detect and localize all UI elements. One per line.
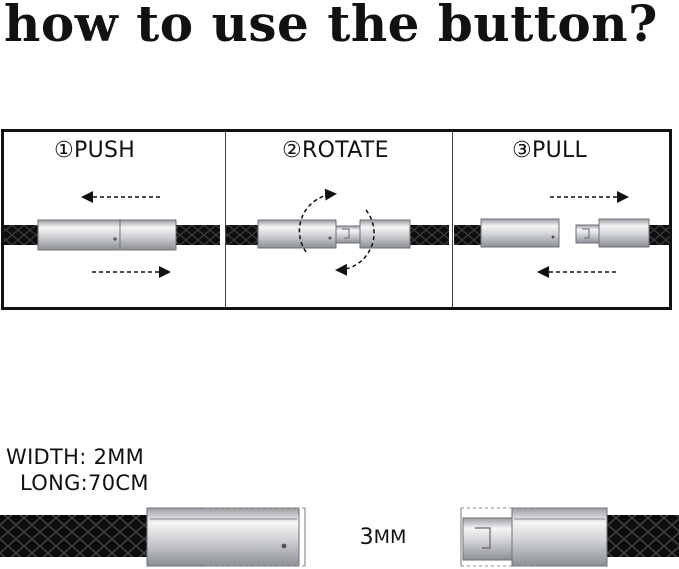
pull-clasp-illustration <box>454 218 670 248</box>
step-name: PULL <box>532 138 588 163</box>
step-name: PUSH <box>74 138 136 163</box>
page-title: how to use the button? <box>4 0 658 53</box>
steps-panel <box>1 129 672 310</box>
step-number: ② <box>282 138 303 163</box>
dimension-unit: MM <box>373 526 407 548</box>
clasp-closeup <box>0 507 679 567</box>
step-number: ③ <box>512 138 533 163</box>
push-clasp-illustration <box>4 219 220 251</box>
rotate-clasp-illustration <box>226 219 449 249</box>
step-rotate-label: ②ROTATE <box>282 138 389 163</box>
step-divider <box>452 132 453 307</box>
length-spec: LONG:70CM <box>20 471 149 495</box>
step-pull-label: ③PULL <box>512 138 587 163</box>
rotate-arrows-icon <box>298 188 375 276</box>
step-name: ROTATE <box>302 138 389 163</box>
dimension-guide <box>206 507 540 567</box>
step-push-label: ①PUSH <box>54 138 135 163</box>
step-number: ① <box>54 138 75 163</box>
step-divider <box>225 132 226 307</box>
dimension-value: 3 <box>359 524 374 550</box>
width-spec: WIDTH: 2MM <box>6 445 145 469</box>
